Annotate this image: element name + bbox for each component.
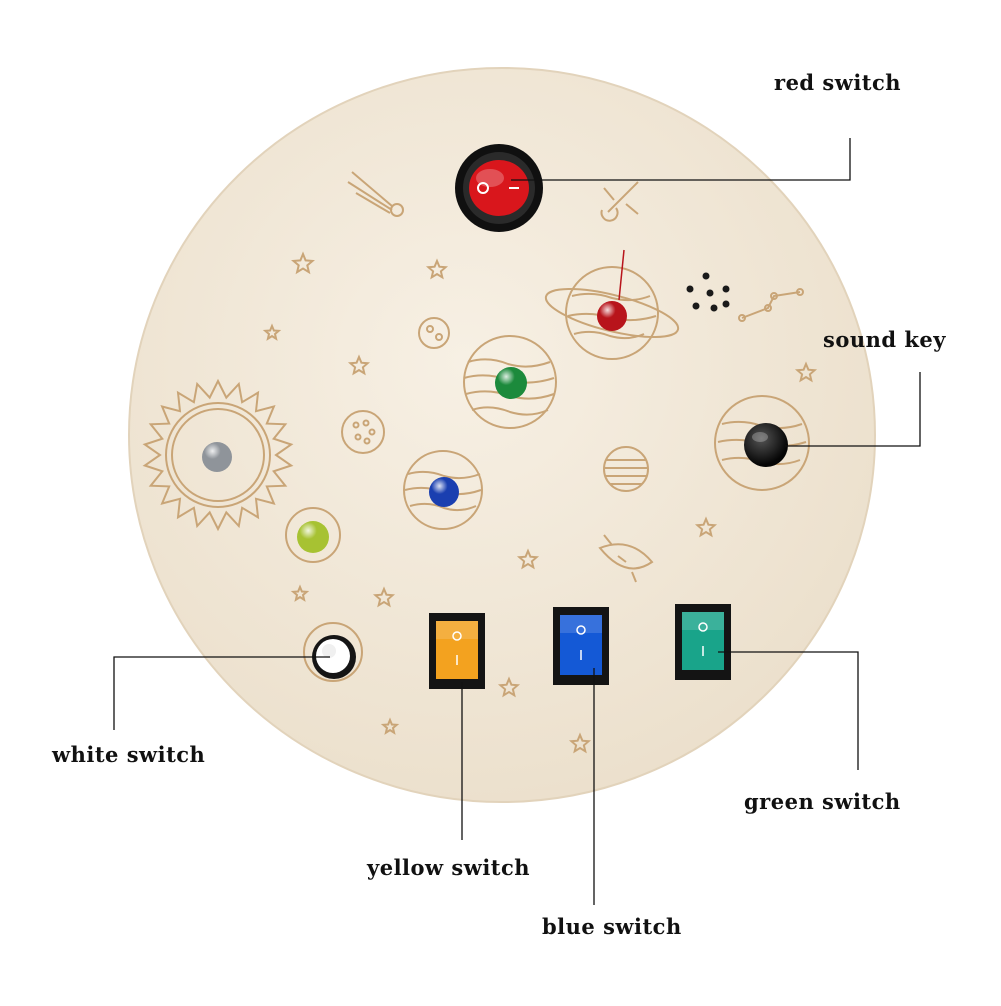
- star-engraving: [347, 354, 371, 376]
- leader-lines: [113, 138, 921, 905]
- star-engraving: [794, 361, 818, 383]
- saturn-engraving: [544, 266, 680, 360]
- star-engraving: [497, 676, 521, 698]
- sun-engraving: [142, 378, 294, 532]
- green-switch-label: green switch: [744, 789, 901, 814]
- star-engraving: [290, 584, 310, 602]
- green-switch[interactable]: [675, 604, 731, 680]
- led-red: [597, 249, 627, 331]
- white-switch-button[interactable]: [312, 635, 356, 679]
- led-blue: [429, 477, 459, 507]
- led-lights: [202, 249, 627, 553]
- engraved-stars: [262, 251, 818, 754]
- rocket-engraving: [598, 534, 654, 583]
- star-engraving: [372, 586, 396, 608]
- sound-key-label: sound key: [823, 327, 946, 352]
- constellation-engraving: [738, 288, 804, 322]
- led-clear: [202, 442, 232, 472]
- leader-sound: [785, 372, 921, 447]
- leader-red: [511, 138, 851, 181]
- star-engraving: [291, 251, 315, 275]
- white-switch-label: white switch: [52, 742, 206, 767]
- planet-white-engraving: [303, 622, 363, 682]
- star-engraving: [516, 548, 540, 570]
- star-engraving: [380, 717, 400, 735]
- star-engraving: [425, 258, 449, 280]
- sound-key-button[interactable]: [744, 423, 788, 467]
- comet-engraving: [347, 171, 404, 217]
- planet-dotted-engraving: [341, 410, 385, 454]
- leader-green: [718, 651, 859, 770]
- speaker-holes: [686, 272, 730, 312]
- red-switch-label: red switch: [774, 70, 902, 95]
- yellow-switch-label: yellow switch: [367, 855, 531, 880]
- star-engraving: [568, 732, 592, 754]
- planet-striped-engraving: [603, 446, 649, 492]
- satellite-engraving: [600, 181, 639, 222]
- star-engraving: [694, 516, 718, 538]
- led-green: [495, 367, 527, 399]
- leader-white: [113, 656, 330, 730]
- planet-blue-engraving: [403, 450, 483, 530]
- planet-lime-engraving: [285, 507, 341, 563]
- led-lime: [297, 521, 329, 553]
- red-switch[interactable]: [455, 144, 543, 232]
- moon-engraving: [418, 317, 450, 349]
- engraved-space-art: [142, 171, 810, 682]
- blue-switch-label: blue switch: [542, 914, 682, 939]
- blue-switch[interactable]: [553, 607, 609, 685]
- star-engraving: [262, 323, 282, 341]
- yellow-switch[interactable]: [429, 613, 485, 689]
